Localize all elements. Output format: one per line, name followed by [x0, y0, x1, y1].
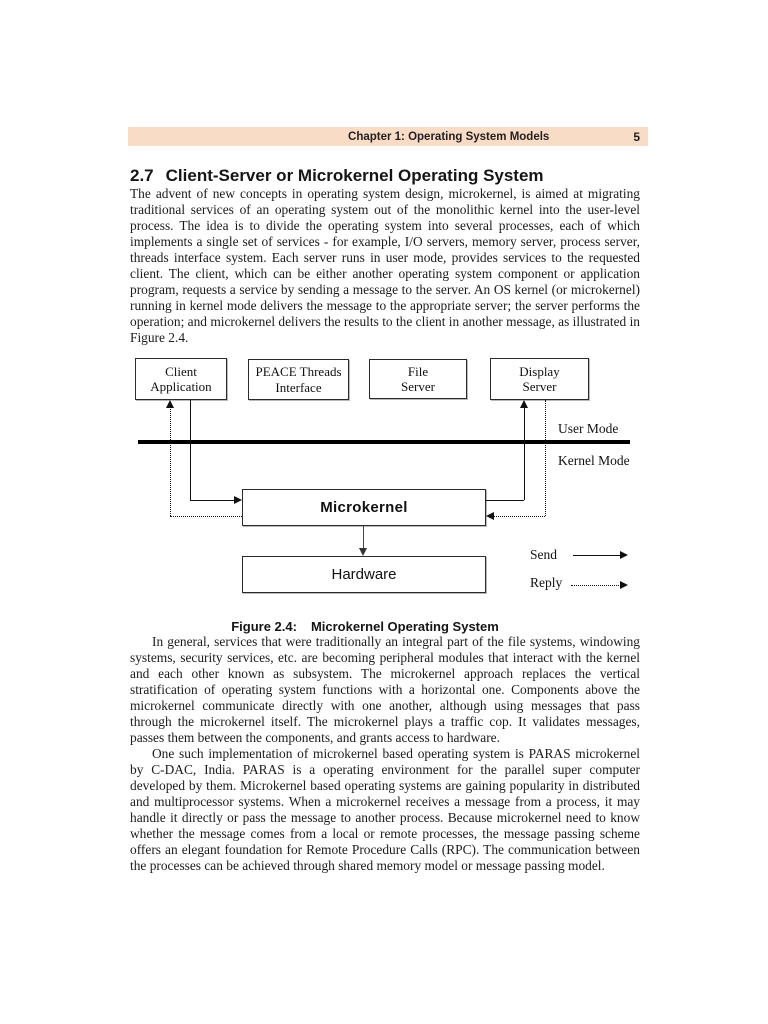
paragraph-intro: The advent of new concepts in operating …	[130, 186, 640, 345]
reply-arrowhead-into-microkernel	[486, 512, 494, 520]
box-peace-threads-interface: PEACE Threads Interface	[248, 359, 349, 400]
paragraph-paras: One such implementation of microkernel b…	[130, 746, 640, 873]
figure-caption-title: Microkernel Operating System	[310, 619, 499, 634]
figure-caption-label: Figure 2.4:	[231, 619, 297, 634]
figure-caption: Figure 2.4: Microkernel Operating System	[110, 619, 620, 634]
figure-diagram: Client Application PEACE Threads Interfa…	[130, 358, 640, 594]
send-line-display-vertical	[524, 407, 525, 500]
legend-send-label: Send	[530, 547, 557, 562]
hardware-box: Hardware	[242, 556, 486, 593]
legend-send-line	[573, 555, 621, 556]
reply-line-client-horizontal	[170, 516, 242, 517]
microkernel-to-hardware-line	[363, 526, 364, 550]
send-arrowhead-into-display	[520, 400, 528, 408]
content-column: 2.7 Client-Server or Microkernel Operati…	[130, 166, 640, 874]
legend-reply-arrowhead	[620, 581, 628, 589]
legend-reply-line	[571, 585, 621, 586]
send-line-client-vertical	[190, 400, 191, 500]
section-title: Client-Server or Microkernel Operating S…	[165, 166, 544, 185]
box-file-server: File Server	[369, 359, 467, 399]
section-number: 2.7	[130, 166, 154, 185]
reply-arrowhead-into-client	[166, 400, 174, 408]
reply-line-display-vertical	[545, 400, 546, 516]
box-display-server: Display Server	[490, 358, 589, 400]
legend-send-arrowhead	[620, 551, 628, 559]
user-mode-label: User Mode	[558, 421, 619, 436]
reply-line-client-vertical	[170, 407, 171, 516]
paragraph-general: In general, services that were tradition…	[130, 634, 640, 745]
page-number: 5	[633, 129, 640, 144]
chapter-title: Chapter 1: Operating System Models	[348, 130, 550, 143]
send-arrowhead-into-microkernel	[234, 496, 242, 504]
mode-separator-line	[138, 440, 630, 444]
send-line-client-horizontal	[190, 500, 236, 501]
page-header-bar: Chapter 1: Operating System Models 5	[128, 127, 648, 146]
reply-line-display-horizontal	[494, 516, 545, 517]
send-line-display-horizontal	[486, 500, 524, 501]
kernel-mode-label: Kernel Mode	[558, 453, 630, 468]
microkernel-to-hardware-arrowhead	[359, 548, 367, 556]
box-client-application: Client Application	[135, 358, 227, 400]
section-heading: 2.7 Client-Server or Microkernel Operati…	[130, 166, 640, 186]
microkernel-box: Microkernel	[242, 489, 486, 526]
legend-reply-label: Reply	[530, 575, 563, 590]
